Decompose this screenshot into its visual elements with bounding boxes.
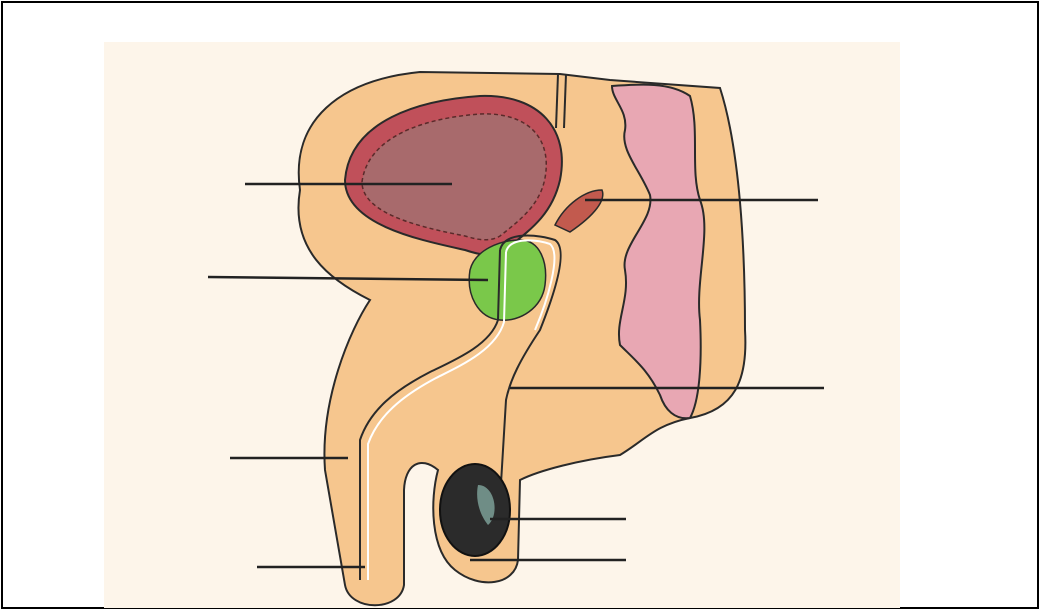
testis bbox=[440, 464, 510, 556]
